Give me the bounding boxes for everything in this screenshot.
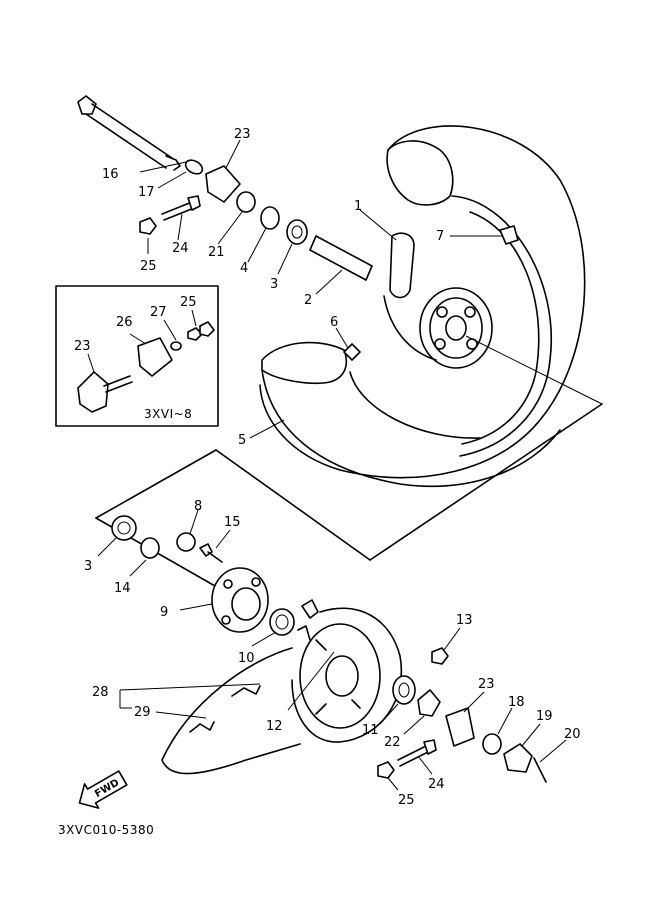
label-5: 5 xyxy=(238,433,246,448)
label-22: 22 xyxy=(384,735,401,750)
label-15: 15 xyxy=(224,515,241,530)
axle-part xyxy=(77,95,204,175)
label-24-bottom: 24 xyxy=(428,777,445,792)
cotter-pin-part xyxy=(533,757,547,783)
nut-part-bottom xyxy=(377,761,395,779)
label-14: 14 xyxy=(114,581,131,596)
variant-inset-box xyxy=(55,285,219,427)
bearing-part xyxy=(286,219,308,245)
label-20: 20 xyxy=(564,727,581,742)
label-12: 12 xyxy=(266,719,283,734)
bolt-part xyxy=(161,195,201,221)
assembly-guide-line xyxy=(95,449,217,519)
diagram-code: 3XVC010-5380 xyxy=(58,823,154,837)
label-13: 13 xyxy=(456,613,473,628)
bearing-part-lower xyxy=(111,515,137,541)
label-8: 8 xyxy=(194,499,202,514)
label-21: 21 xyxy=(208,245,225,260)
drive-chain-part xyxy=(161,647,301,775)
damper-bolt-part xyxy=(199,543,223,563)
fwd-arrow-icon: FWD xyxy=(78,770,128,809)
label-16: 16 xyxy=(102,167,119,182)
leader-lines xyxy=(139,139,603,439)
spacer-part xyxy=(309,235,373,281)
sprocket-part xyxy=(291,599,403,743)
nut-part xyxy=(139,217,157,235)
label-24-top: 24 xyxy=(172,241,189,256)
label-19: 19 xyxy=(536,709,553,724)
label-28: 28 xyxy=(92,685,109,700)
collar-part xyxy=(236,191,256,213)
oil-seal-part xyxy=(260,206,280,230)
label-1: 1 xyxy=(354,199,362,214)
chain-puller-part-lower xyxy=(445,707,475,747)
label-23-inset: 23 xyxy=(74,339,91,354)
label-25-top: 25 xyxy=(140,259,157,274)
label-27: 27 xyxy=(150,305,167,320)
label-11: 11 xyxy=(362,723,379,738)
label-10: 10 xyxy=(238,651,255,666)
label-2: 2 xyxy=(304,293,312,308)
bearing-part-hub xyxy=(269,608,295,636)
leader-lines-lower xyxy=(97,509,567,791)
oil-seal-part-lower xyxy=(392,675,416,705)
label-29: 29 xyxy=(134,705,151,720)
sprocket-hub-part xyxy=(211,567,269,633)
washer-part xyxy=(482,733,502,755)
spacer-part-lower xyxy=(176,532,196,552)
label-3-top: 3 xyxy=(270,277,278,292)
label-17: 17 xyxy=(138,185,155,200)
label-23-top: 23 xyxy=(234,127,251,142)
label-9: 9 xyxy=(160,605,168,620)
variant-box-label: 3XVI~8 xyxy=(144,407,192,421)
chain-puller-part xyxy=(205,165,241,203)
rear-wheel-part xyxy=(259,125,586,488)
axle-nut-part xyxy=(503,743,533,773)
label-3-bottom: 3 xyxy=(84,559,92,574)
nut-part-lower xyxy=(431,647,449,665)
label-25-bottom: 25 xyxy=(398,793,415,808)
label-18: 18 xyxy=(508,695,525,710)
label-25-inset: 25 xyxy=(180,295,197,310)
collar-part-right xyxy=(417,689,441,717)
label-7: 7 xyxy=(436,229,444,244)
collar-part-lower xyxy=(140,537,160,559)
label-23-bottom: 23 xyxy=(478,677,495,692)
label-26: 26 xyxy=(116,315,133,330)
label-6: 6 xyxy=(330,315,338,330)
bolt-part-lower xyxy=(397,739,437,767)
label-4: 4 xyxy=(240,261,248,276)
